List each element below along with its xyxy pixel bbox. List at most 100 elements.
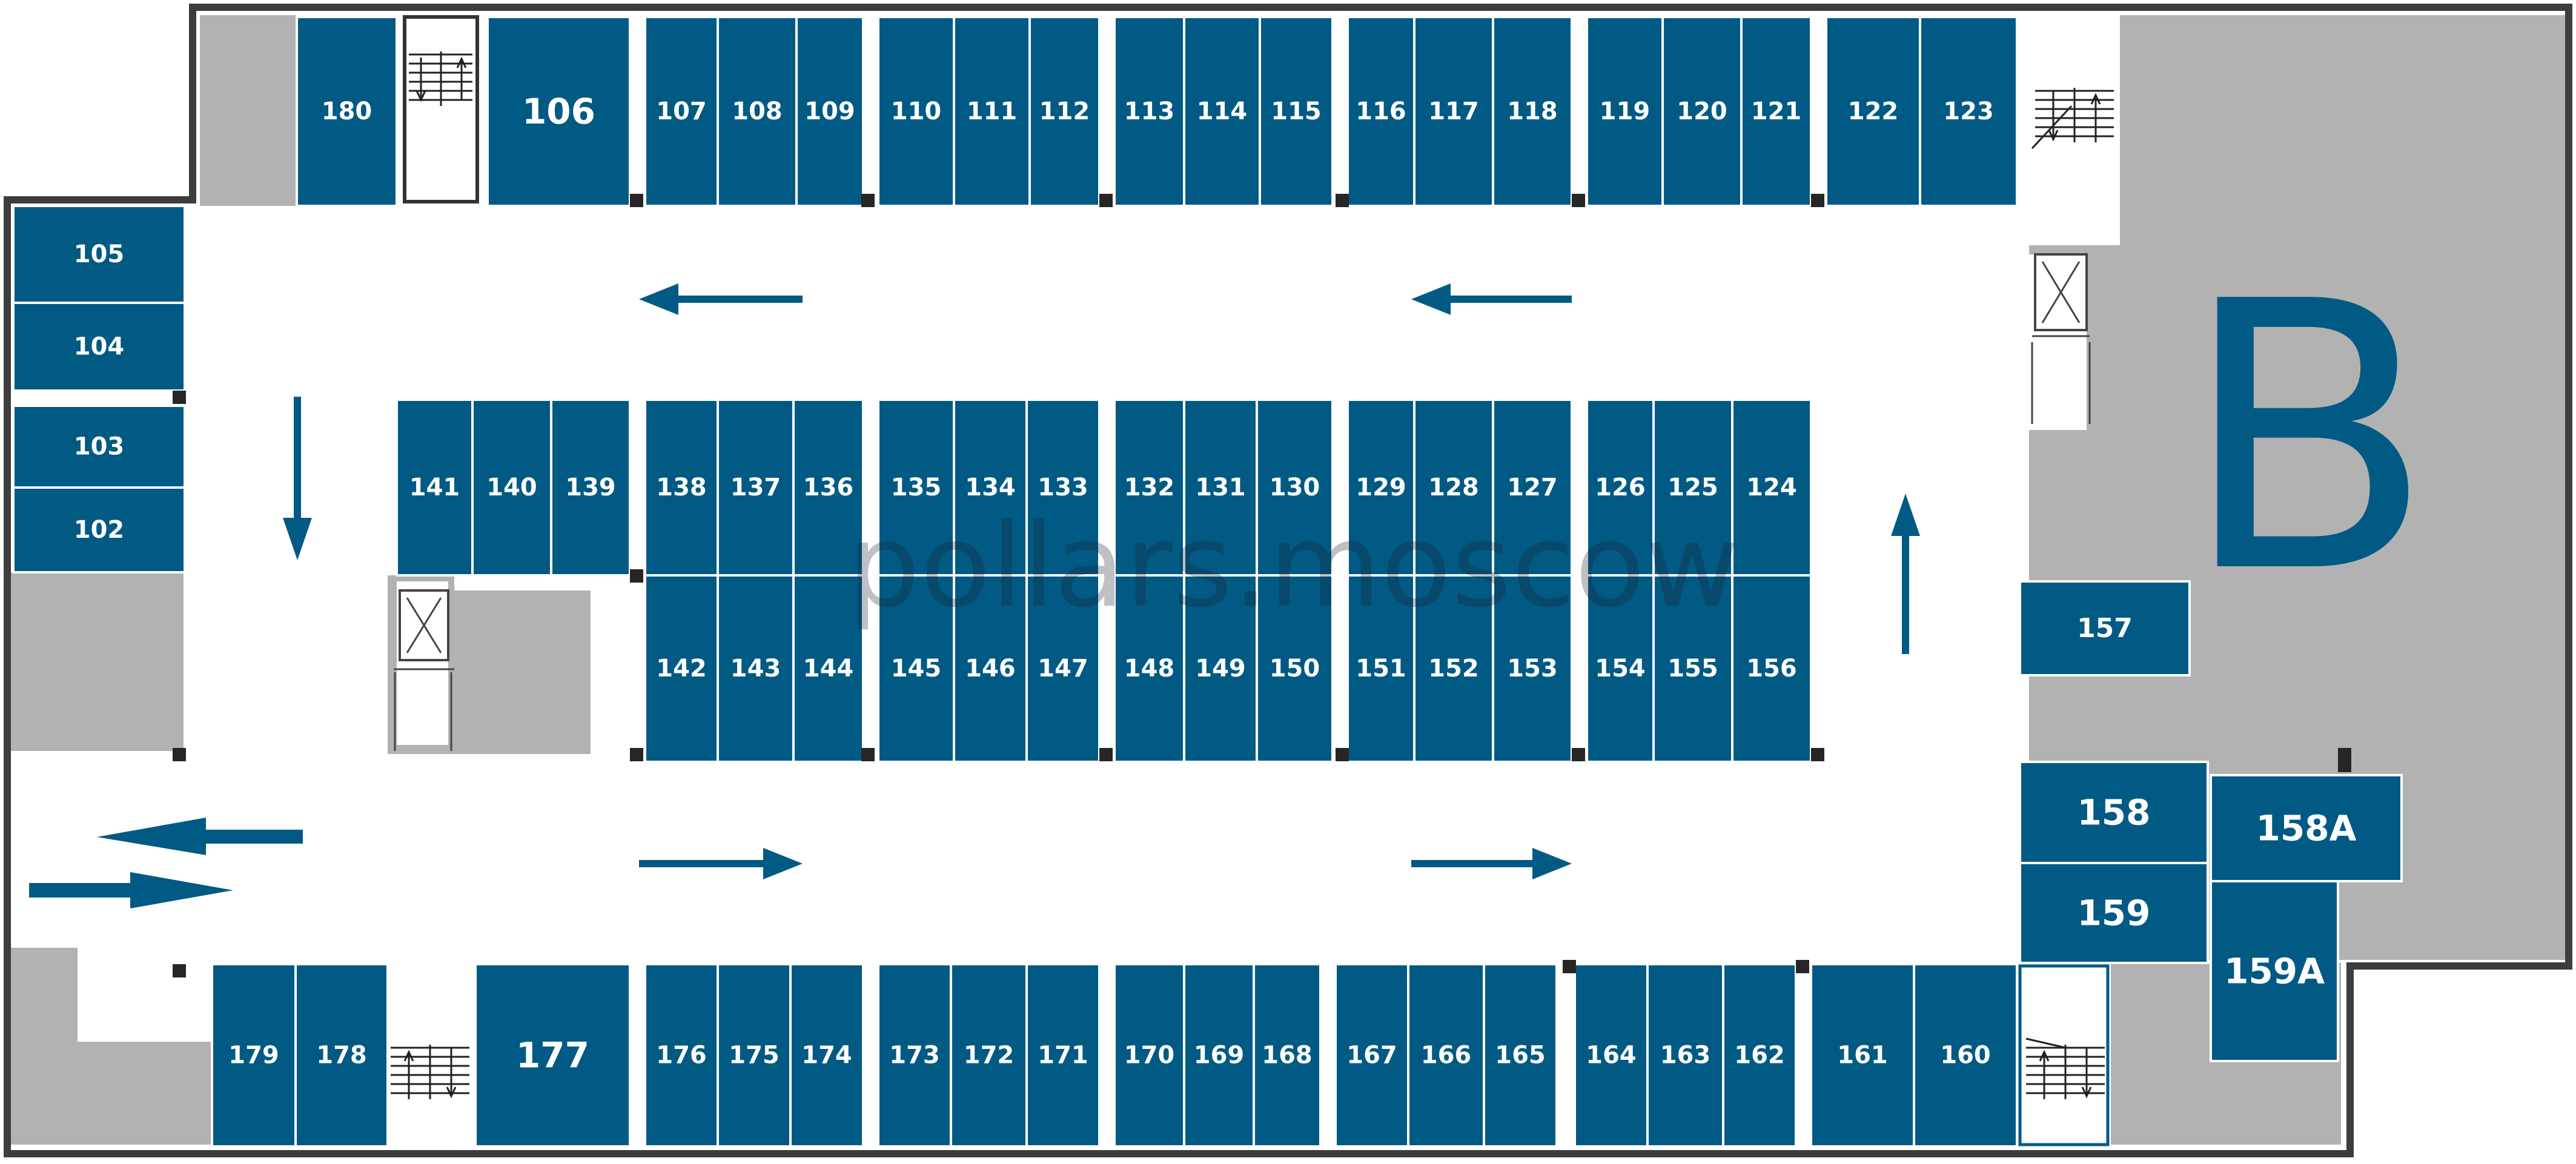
parking-lot[interactable] bbox=[1183, 963, 1255, 1148]
parking-lot[interactable] bbox=[717, 963, 792, 1148]
parking-lot[interactable] bbox=[717, 16, 798, 207]
parking-lot[interactable] bbox=[550, 398, 631, 577]
parking-lot-label: 146 bbox=[965, 655, 1016, 683]
parking-lot[interactable] bbox=[12, 405, 186, 489]
parking-lot-label: 177 bbox=[516, 1035, 589, 1076]
stair-top-right-icon bbox=[2031, 88, 2114, 150]
parking-lot[interactable] bbox=[792, 398, 864, 577]
parking-lot[interactable] bbox=[1810, 963, 1915, 1148]
parking-lot[interactable] bbox=[1183, 398, 1258, 577]
parking-lot[interactable] bbox=[1113, 16, 1185, 207]
parking-lot-label: 142 bbox=[656, 655, 707, 683]
parking-lot[interactable] bbox=[1113, 574, 1185, 763]
parking-lot-label: 162 bbox=[1734, 1042, 1785, 1070]
parking-lot[interactable] bbox=[877, 16, 955, 207]
outer-wall bbox=[4, 4, 2572, 1157]
parking-lot[interactable] bbox=[644, 16, 719, 207]
parking-lot[interactable] bbox=[1825, 16, 1921, 207]
parking-lot[interactable] bbox=[644, 574, 719, 763]
parking-lot[interactable] bbox=[789, 963, 864, 1148]
parking-lot[interactable] bbox=[1183, 574, 1258, 763]
parking-lot[interactable] bbox=[1028, 16, 1101, 207]
parking-lot[interactable] bbox=[1256, 398, 1334, 577]
parking-lot[interactable] bbox=[2210, 774, 2403, 882]
parking-lot[interactable] bbox=[1919, 16, 2018, 207]
parking-lot[interactable] bbox=[1586, 16, 1664, 207]
parking-lot[interactable] bbox=[1025, 398, 1101, 577]
parking-lot[interactable] bbox=[953, 16, 1031, 207]
parking-lot[interactable] bbox=[792, 574, 864, 763]
parking-lot[interactable] bbox=[1913, 963, 2018, 1148]
parking-lot-label: 112 bbox=[1039, 98, 1090, 125]
parking-lot[interactable] bbox=[1483, 963, 1558, 1148]
parking-lot-label: 155 bbox=[1667, 655, 1718, 683]
parking-lot[interactable] bbox=[1740, 16, 1812, 207]
parking-lot[interactable] bbox=[1025, 574, 1101, 763]
parking-lot[interactable] bbox=[1253, 963, 1322, 1148]
parking-lot[interactable] bbox=[1586, 398, 1655, 577]
parking-lot[interactable] bbox=[474, 963, 631, 1148]
parking-lot[interactable] bbox=[12, 302, 186, 392]
parking-lot[interactable] bbox=[1492, 398, 1573, 577]
parking-lot[interactable] bbox=[2019, 862, 2209, 964]
parking-lot-label: 156 bbox=[1746, 655, 1797, 683]
parking-lot-label: 169 bbox=[1194, 1042, 1245, 1070]
parking-lot[interactable] bbox=[1025, 963, 1101, 1148]
parking-lot[interactable] bbox=[12, 486, 186, 574]
parking-lot[interactable] bbox=[795, 16, 864, 207]
parking-lot-label: 122 bbox=[1848, 98, 1899, 125]
parking-lot-label: 140 bbox=[486, 474, 537, 501]
parking-lot[interactable] bbox=[877, 574, 955, 763]
parking-lot[interactable] bbox=[1346, 574, 1415, 763]
parking-lot-label: 139 bbox=[565, 474, 616, 501]
parking-lot-label: 117 bbox=[1428, 98, 1479, 125]
parking-lot[interactable] bbox=[1113, 963, 1185, 1148]
parking-lot[interactable] bbox=[1346, 398, 1415, 577]
parking-lot[interactable] bbox=[471, 398, 552, 577]
parking-lot-label: 129 bbox=[1356, 474, 1406, 501]
parking-lot[interactable] bbox=[717, 398, 795, 577]
parking-lot[interactable] bbox=[2210, 880, 2339, 1062]
parking-lot[interactable] bbox=[1407, 963, 1485, 1148]
parking-lot[interactable] bbox=[1346, 16, 1415, 207]
parking-lot[interactable] bbox=[1183, 16, 1261, 207]
parking-lot-label: 168 bbox=[1262, 1042, 1313, 1070]
parking-lot[interactable] bbox=[1646, 963, 1724, 1148]
parking-lot[interactable] bbox=[1413, 16, 1494, 207]
parking-lot[interactable] bbox=[953, 574, 1028, 763]
parking-lot-label: 173 bbox=[889, 1042, 940, 1070]
parking-lot[interactable] bbox=[1722, 963, 1797, 1148]
stair-top-left-icon bbox=[403, 15, 479, 203]
parking-lot-label: 171 bbox=[1038, 1042, 1088, 1070]
parking-lot[interactable] bbox=[486, 16, 631, 207]
parking-lot[interactable] bbox=[1492, 16, 1573, 207]
lift-right-icon bbox=[2031, 253, 2091, 424]
parking-lot[interactable] bbox=[296, 16, 398, 207]
parking-lot[interactable] bbox=[396, 398, 474, 577]
parking-lot[interactable] bbox=[717, 574, 795, 763]
parking-lot[interactable] bbox=[1652, 574, 1733, 763]
parking-lot[interactable] bbox=[644, 398, 719, 577]
parking-lot-label: 163 bbox=[1660, 1042, 1711, 1070]
parking-lot[interactable] bbox=[1652, 398, 1733, 577]
parking-lot-label: 153 bbox=[1507, 655, 1558, 683]
parking-lot-label: 172 bbox=[964, 1042, 1015, 1070]
parking-lot[interactable] bbox=[1731, 398, 1812, 577]
parking-lot-label: 113 bbox=[1124, 98, 1175, 125]
parking-lot[interactable] bbox=[950, 963, 1028, 1148]
parking-lot[interactable] bbox=[1413, 574, 1494, 763]
parking-lot[interactable] bbox=[1259, 16, 1334, 207]
parking-lot[interactable] bbox=[877, 963, 952, 1148]
parking-lot[interactable] bbox=[1256, 574, 1334, 763]
parking-lot-label: 179 bbox=[228, 1042, 279, 1070]
parking-lot[interactable] bbox=[1731, 574, 1812, 763]
parking-lot[interactable] bbox=[2019, 580, 2191, 676]
parking-lot[interactable] bbox=[1113, 398, 1185, 577]
parking-lot[interactable] bbox=[1492, 574, 1573, 763]
parking-lot-label: 161 bbox=[1837, 1042, 1888, 1070]
parking-lot-label: 148 bbox=[1124, 655, 1175, 683]
parking-lot[interactable] bbox=[294, 963, 389, 1148]
parking-lot[interactable] bbox=[1334, 963, 1409, 1148]
parking-lot[interactable] bbox=[2019, 761, 2209, 864]
